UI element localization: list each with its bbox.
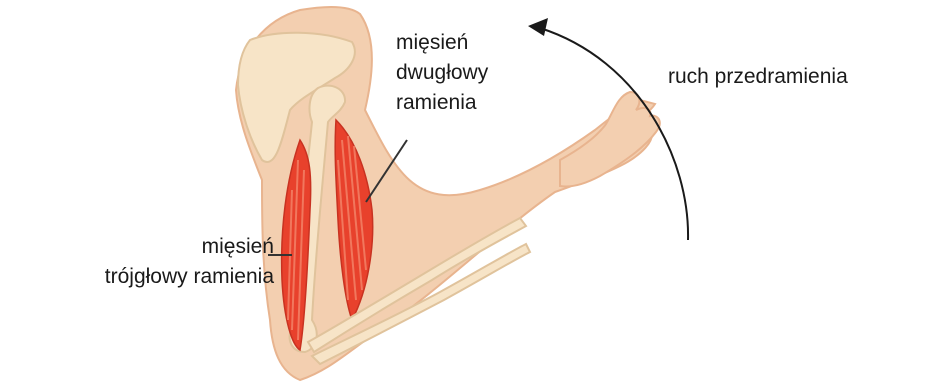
triceps-label-line-1: mięsień — [140, 232, 274, 262]
biceps-label: mięsień dwugłowy ramienia — [396, 28, 488, 118]
biceps-label-line-3: ramienia — [396, 88, 488, 118]
arrowhead-icon — [528, 18, 548, 36]
motion-label: ruch przedramienia — [668, 62, 848, 92]
biceps-label-line-2: dwugłowy — [396, 58, 488, 88]
triceps-label-line-2: trójgłowy ramienia — [6, 262, 274, 292]
biceps-label-line-1: mięsień — [396, 28, 488, 58]
triceps-label: mięsień trójgłowy ramienia — [140, 232, 274, 292]
